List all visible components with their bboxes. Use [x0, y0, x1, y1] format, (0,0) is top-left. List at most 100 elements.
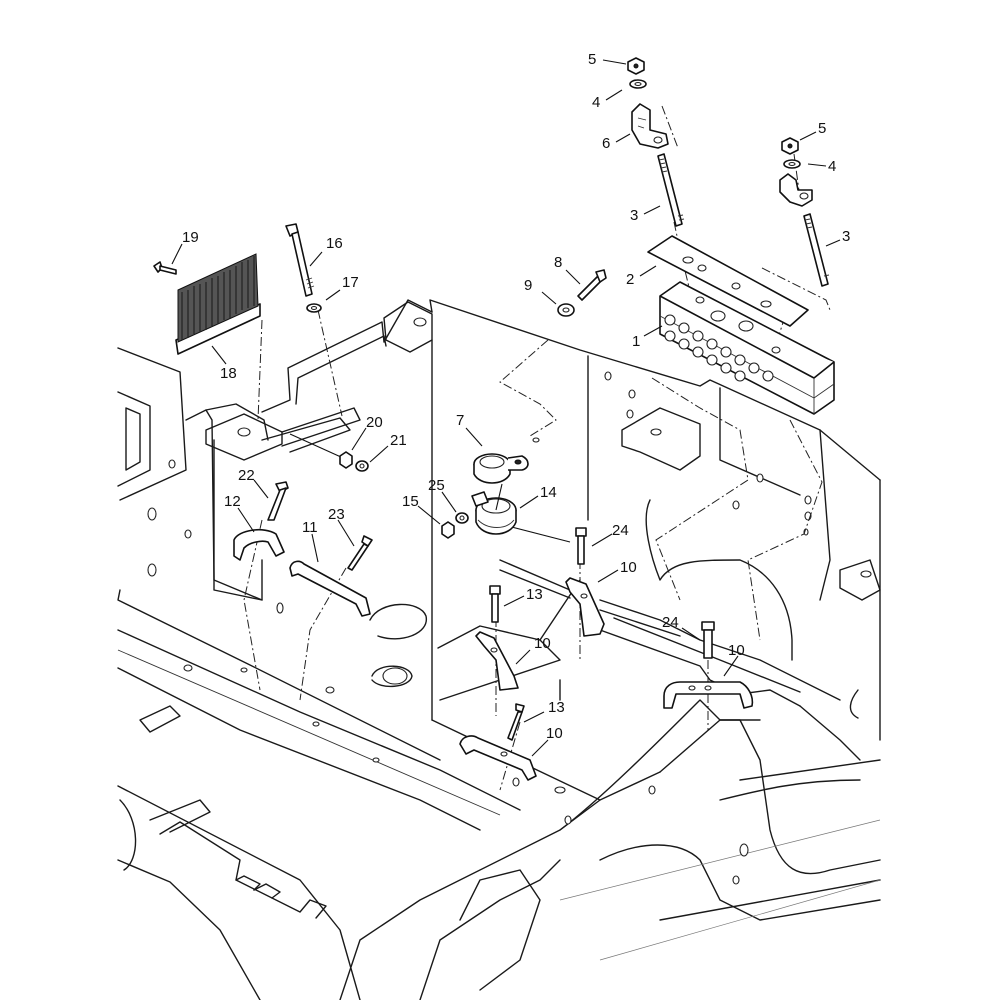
svg-text:21: 21 [390, 432, 407, 449]
svg-text:20: 20 [366, 414, 383, 431]
part-screw-19[interactable] [153, 261, 177, 275]
callout-5[interactable]: 5 [799, 120, 826, 141]
svg-text:2: 2 [626, 271, 634, 288]
svg-text:5: 5 [588, 51, 596, 68]
svg-text:4: 4 [592, 94, 600, 111]
callout-3[interactable]: 3 [825, 228, 850, 247]
part-nut-15[interactable] [441, 521, 455, 539]
callout-13[interactable]: 13 [503, 586, 543, 607]
svg-text:14: 14 [540, 484, 557, 501]
callout-10[interactable]: 10 [531, 725, 563, 757]
callout-10[interactable]: 10 [723, 642, 745, 677]
part-washer-4b[interactable] [783, 159, 801, 169]
callout-23[interactable]: 23 [328, 506, 355, 547]
part-clip-10a[interactable] [565, 577, 605, 637]
svg-text:10: 10 [620, 559, 637, 576]
svg-text:7: 7 [456, 412, 464, 429]
svg-text:17: 17 [342, 274, 359, 291]
callout-12[interactable]: 12 [224, 493, 255, 533]
callout-15[interactable]: 15 [402, 493, 441, 525]
callout-11[interactable]: 11 [302, 519, 319, 563]
part-washer-4a[interactable] [629, 79, 647, 89]
part-clip-10d[interactable] [459, 735, 537, 781]
part-washer-17[interactable] [306, 303, 322, 313]
svg-text:10: 10 [546, 725, 563, 742]
part-washer-25[interactable] [455, 512, 469, 524]
callout-7[interactable]: 7 [456, 412, 483, 447]
callout-20[interactable]: 20 [351, 414, 383, 451]
part-block-1[interactable] [659, 281, 835, 415]
callout-13[interactable]: 13 [523, 699, 565, 723]
callout-19[interactable]: 19 [171, 229, 199, 265]
part-bolt-13a[interactable] [489, 585, 501, 623]
part-hose-clamp-14[interactable] [471, 483, 517, 535]
part-clip-12[interactable] [233, 528, 285, 561]
svg-text:8: 8 [554, 254, 562, 271]
svg-text:10: 10 [728, 642, 745, 659]
callout-22[interactable]: 22 [238, 467, 269, 499]
callout-10[interactable]: 10 [597, 559, 637, 583]
part-bolt-13b[interactable] [507, 703, 525, 741]
svg-text:10: 10 [534, 635, 551, 652]
svg-text:24: 24 [612, 522, 629, 539]
svg-text:11: 11 [302, 519, 318, 536]
part-bolt-22[interactable] [267, 481, 289, 521]
callout-4[interactable]: 4 [592, 89, 623, 111]
svg-text:5: 5 [818, 120, 826, 137]
part-bolt-24b[interactable] [701, 621, 715, 659]
callout-14[interactable]: 14 [519, 484, 557, 509]
svg-text:6: 6 [602, 135, 610, 152]
callout-1[interactable]: 1 [632, 325, 663, 350]
callout-24[interactable]: 24 [662, 614, 701, 641]
svg-text:3: 3 [842, 228, 850, 245]
part-plate-2[interactable] [647, 235, 809, 327]
part-bolt-16[interactable] [285, 223, 315, 297]
callout-25[interactable]: 25 [428, 477, 457, 513]
svg-text:1: 1 [632, 333, 640, 350]
callouts: 5 4 6 3 5 4 3 2 [171, 51, 850, 757]
part-nut-20[interactable] [339, 451, 353, 469]
callout-17[interactable]: 17 [325, 274, 359, 301]
svg-text:13: 13 [548, 699, 565, 716]
part-bolt-23[interactable] [347, 535, 373, 571]
callout-9[interactable]: 9 [524, 277, 557, 305]
part-nut-5a[interactable] [627, 57, 645, 75]
part-strap-11[interactable] [289, 560, 371, 617]
callout-21[interactable]: 21 [369, 432, 407, 463]
callout-6[interactable]: 6 [602, 133, 631, 152]
svg-text:19: 19 [182, 229, 199, 246]
svg-text:24: 24 [662, 614, 679, 631]
svg-text:18: 18 [220, 365, 237, 382]
callout-18[interactable]: 18 [211, 345, 237, 382]
callout-2[interactable]: 2 [626, 265, 657, 288]
part-rod-3a[interactable] [657, 153, 685, 227]
block-hose-channels [664, 314, 774, 382]
callout-10[interactable]: 10 [515, 635, 551, 665]
callout-5[interactable]: 5 [588, 51, 627, 68]
part-nut-5b[interactable] [781, 137, 799, 155]
svg-text:13: 13 [526, 586, 543, 603]
part-rod-3b[interactable] [803, 213, 830, 287]
callout-3[interactable]: 3 [630, 205, 661, 224]
part-bolt-24a[interactable] [575, 527, 587, 565]
part-washer-21[interactable] [355, 460, 369, 472]
svg-text:15: 15 [402, 493, 419, 510]
part-brush-strip-18[interactable] [175, 253, 261, 355]
part-hose-clamp-7[interactable] [473, 453, 529, 484]
svg-text:4: 4 [828, 158, 836, 175]
part-clip-10c[interactable] [663, 681, 754, 709]
part-bolt-8[interactable] [577, 269, 607, 301]
part-bracket-6b[interactable] [779, 173, 813, 207]
svg-text:23: 23 [328, 506, 345, 523]
callout-8[interactable]: 8 [554, 254, 581, 285]
callout-24[interactable]: 24 [591, 522, 629, 547]
part-washer-9[interactable] [557, 303, 575, 317]
callout-4[interactable]: 4 [807, 158, 836, 175]
callout-16[interactable]: 16 [309, 235, 343, 267]
part-bracket-6[interactable] [631, 103, 669, 149]
svg-text:3: 3 [630, 207, 638, 224]
svg-text:9: 9 [524, 277, 532, 294]
part-clip-10b[interactable] [475, 631, 519, 691]
svg-text:16: 16 [326, 235, 343, 252]
